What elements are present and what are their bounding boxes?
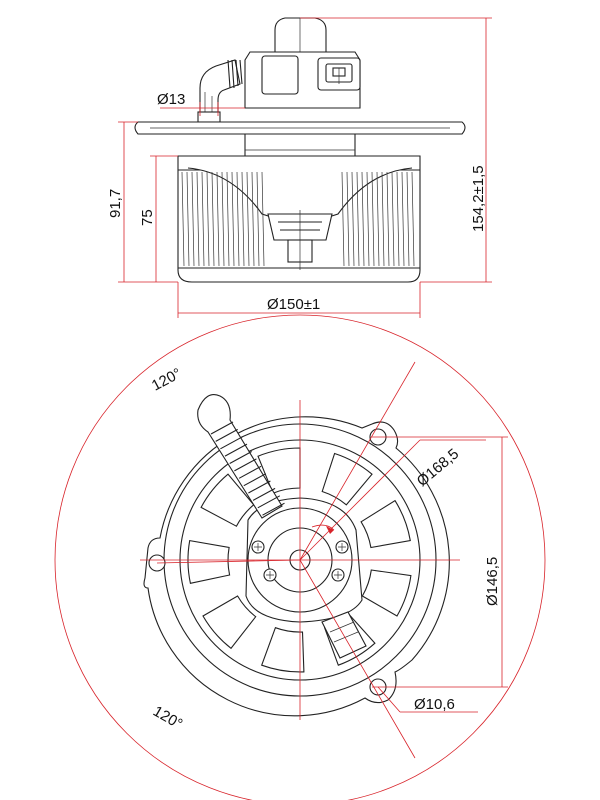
hose-rib [220, 436, 243, 450]
air-slot [361, 569, 412, 617]
hose-rib [262, 502, 285, 516]
hose-rib [238, 465, 262, 479]
wheel-diameter-label: Ø150±1 [267, 296, 320, 313]
hose-rib [229, 451, 252, 464]
flange-diameter-label: Ø146,5 [484, 557, 501, 606]
rotation-arrow [311, 524, 335, 531]
angle-top-label: 120° [149, 365, 184, 395]
hose-rib [257, 495, 281, 509]
air-slot [200, 473, 255, 527]
inlet-diameter-label: Ø13 [157, 91, 185, 108]
corrugated-hose [197, 394, 285, 519]
hole-diameter-label: Ø10,6 [414, 696, 455, 713]
air-slot [360, 499, 411, 549]
motor-top-cap [274, 17, 327, 53]
hose-rib [215, 428, 238, 442]
hose-rib [252, 487, 276, 501]
air-slot [202, 595, 257, 650]
side-view [134, 17, 466, 283]
connector-plug [317, 57, 361, 91]
hose-rib [234, 458, 257, 472]
mount-circle-diameter-label: Ø168,5 [414, 445, 463, 490]
angle-bottom-label: 120° [150, 703, 185, 733]
wheel-fins [181, 171, 415, 267]
side-view-dimensions: Ø13 154,2±1,5 91,7 75 Ø150±1 [107, 17, 492, 318]
inlet-tube [197, 59, 243, 123]
wheel-hub [267, 210, 333, 270]
hose-rib [248, 480, 271, 494]
bottom-view [54, 314, 546, 800]
screws [251, 540, 349, 582]
hose-rib [210, 421, 234, 435]
mount-circle [54, 314, 546, 800]
hose-rib [243, 473, 267, 487]
air-slot [260, 626, 305, 673]
wheel-height-label: 75 [139, 209, 156, 226]
flange-height-label: 91,7 [107, 189, 124, 218]
hose-rib [224, 443, 248, 457]
overall-height-label: 154,2±1,5 [470, 165, 487, 232]
